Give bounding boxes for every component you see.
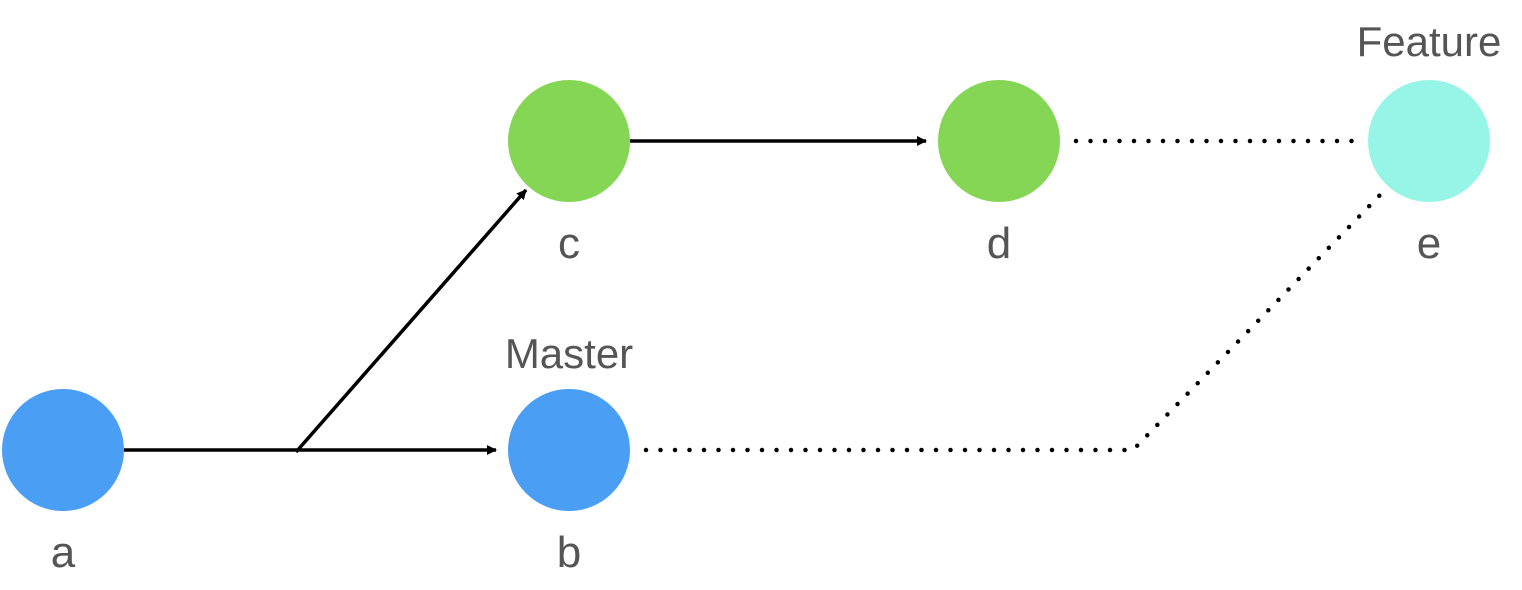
- commit-label-b: b: [557, 528, 581, 577]
- commit-node-b: [508, 389, 630, 511]
- commit-label-a: a: [51, 528, 76, 577]
- branch-label-master: Master: [505, 330, 633, 377]
- commit-node-c: [508, 80, 630, 202]
- commit-label-d: d: [987, 219, 1011, 268]
- edge-b-to-e-dotted: [643, 192, 1383, 453]
- commit-label-c: c: [558, 219, 580, 268]
- commit-node-e: [1368, 80, 1490, 202]
- edge-a-to-c: [294, 188, 528, 454]
- commit-node-d: [938, 80, 1060, 202]
- commit-label-e: e: [1417, 219, 1441, 268]
- branch-label-feature: Feature: [1357, 18, 1502, 65]
- commit-node-a: [2, 389, 124, 511]
